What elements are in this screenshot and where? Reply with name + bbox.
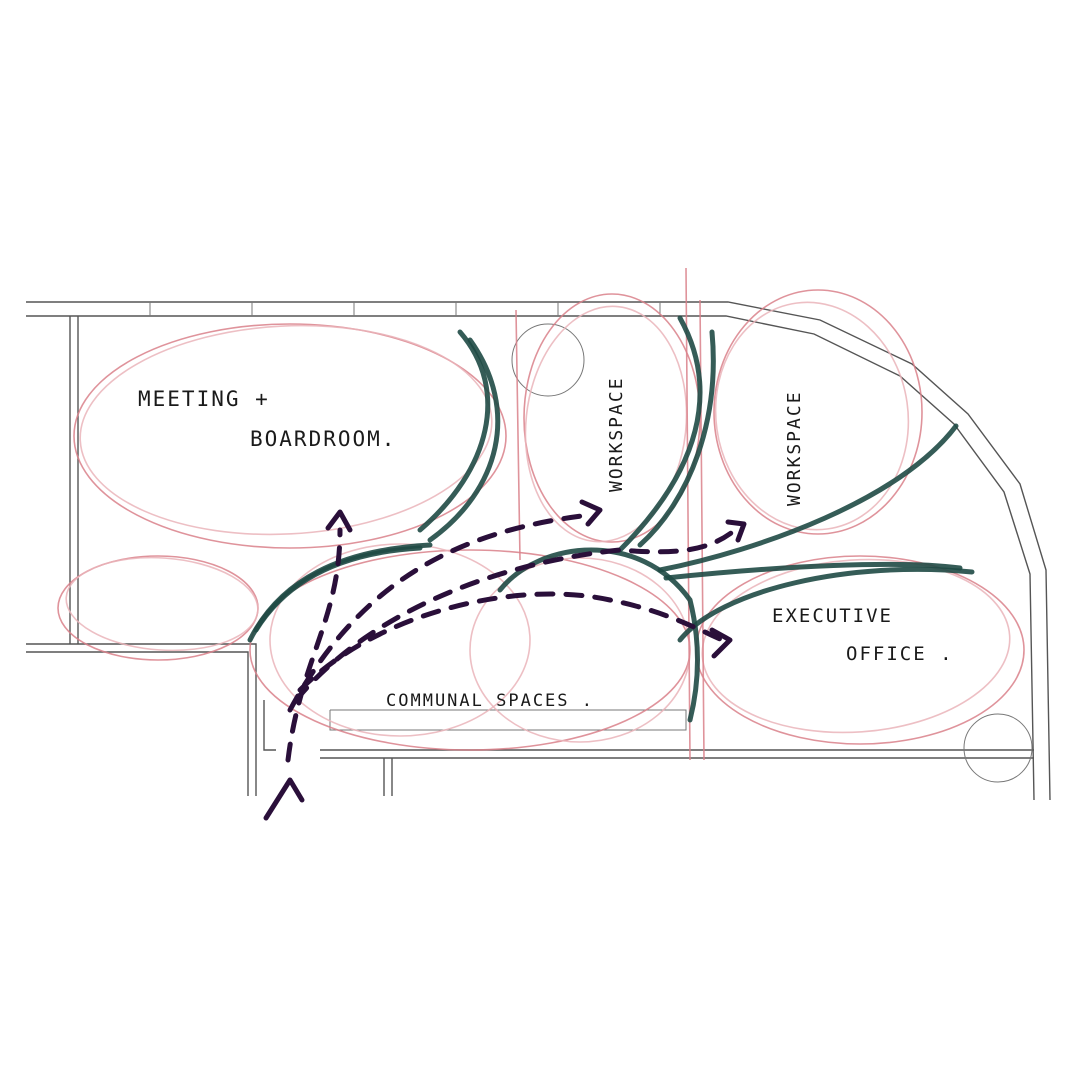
zone-edge-strokes	[247, 315, 975, 723]
workspace-1-label: WORKSPACE	[606, 376, 627, 492]
zone-labels: MEETING + BOARDROOM. WORKSPACE WORKSPACE…	[138, 376, 954, 711]
zone-bubbles	[57, 267, 1025, 761]
workspace-2-label: WORKSPACE	[784, 390, 805, 506]
meeting-label-line2: BOARDROOM.	[250, 427, 396, 451]
arrowhead-workspace-2	[725, 519, 747, 543]
path-to-workspace-1	[287, 512, 593, 713]
floor-plan-walls	[26, 301, 1051, 801]
arrowhead-executive	[709, 627, 733, 659]
path-to-meeting	[285, 527, 343, 763]
arrowhead-workspace-1	[579, 499, 603, 527]
path-to-workspace-2	[293, 527, 738, 703]
meeting-label-line1: MEETING +	[138, 387, 270, 411]
entry-mark	[263, 777, 305, 821]
circulation-paths	[263, 499, 747, 821]
path-to-executive	[297, 591, 725, 693]
meeting-zone-outline	[73, 323, 507, 549]
arrowhead-meeting	[325, 509, 353, 533]
executive-label-line2: OFFICE .	[846, 643, 954, 665]
communal-label: COMMUNAL SPACES .	[386, 691, 594, 711]
workspace-2-zone-outline	[713, 289, 923, 535]
executive-label-line1: EXECUTIVE	[772, 605, 893, 627]
